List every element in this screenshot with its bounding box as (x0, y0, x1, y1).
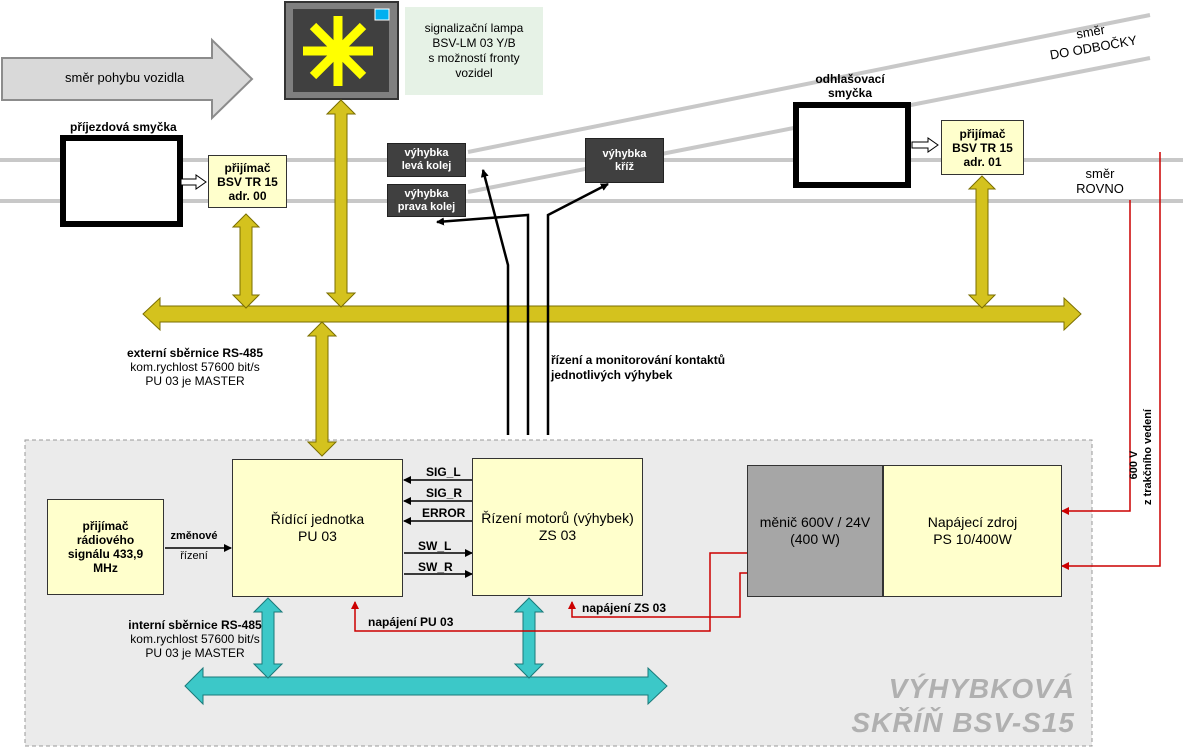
lamp-line4: vozidel (455, 66, 493, 80)
approach-loop-label: příjezdová smyčka (70, 120, 177, 134)
motor-control: Řízení motorů (výhybek) ZS 03 (472, 458, 643, 596)
power-lines (351, 152, 1161, 632)
change-control-line1: změnové (170, 530, 218, 542)
lamp-star-icon (303, 16, 373, 86)
external-bus (142, 99, 1082, 457)
internal-bus (184, 597, 668, 706)
loop-to-receiver-arrow-01 (911, 137, 939, 153)
radio-receiver-line3: signálu 433,9 (67, 547, 144, 561)
external-bus-line2: kom.rychlost 57600 bit/s (130, 360, 260, 374)
control-unit-line1: Řídící jednotka (270, 511, 365, 527)
direction-straight-label: směr ROVNO (1065, 166, 1135, 196)
change-control-label: změnové řízení (165, 530, 223, 563)
signal-sw-r: SW_R (418, 560, 453, 574)
cabinet-title-line1: VÝHYBKOVÁ (888, 673, 1075, 704)
external-bus-line1: externí sběrnice RS-485 (126, 346, 264, 360)
switch-left-line1: výhybka (404, 147, 449, 159)
radio-receiver-line4: MHz (93, 561, 118, 575)
control-unit-line2: PU 03 (298, 528, 337, 544)
switch-right-line2: prava kolej (397, 200, 456, 213)
switch-left-line2: levá kolej (401, 160, 452, 172)
control-unit: Řídící jednotka PU 03 (232, 459, 403, 597)
power-supply-line1: Napájecí zdroj (927, 514, 1018, 530)
converter-line2: (400 W) (790, 531, 840, 547)
motor-control-line1: Řízení motorů (výhybek) (481, 510, 634, 526)
power-zs-label: napájení ZS 03 (582, 601, 667, 615)
loop-to-receiver-arrow-00 (180, 174, 207, 190)
motor-control-line2: ZS 03 (538, 527, 577, 543)
power-supply: Napájecí zdroj PS 10/400W (883, 465, 1062, 597)
signal-error: ERROR (422, 506, 466, 520)
converter: měnič 600V / 24V (400 W) (747, 465, 883, 597)
vehicle-direction-arrow (1, 37, 254, 121)
external-bus-line3: PU 03 je MASTER (145, 374, 245, 388)
switch-right-line1: výhybka (404, 187, 449, 200)
radio-receiver-line1: přijímač (82, 519, 129, 533)
receiver-00-line1: přijímač (224, 160, 271, 175)
cabinet-title: VÝHYBKOVÁ SKŘÍŇ BSV-S15 (851, 672, 1075, 740)
switch-right: výhybka prava kolej (387, 184, 466, 217)
lamp-line3: s možností fronty (428, 51, 520, 65)
receiver-00-line3: adr. 00 (228, 188, 267, 203)
power-pu-label: napájení PU 03 (368, 615, 454, 629)
switch-left: výhybka levá kolej (387, 143, 466, 177)
converter-line1: měnič 600V / 24V (759, 514, 871, 530)
lamp-indicator (374, 8, 390, 21)
traction-line1: 600 V (1128, 450, 1140, 480)
change-control-line2: řízení (180, 550, 208, 562)
receiver-01-line2: BSV TR 15 (952, 140, 1013, 155)
lamp-description: signalizační lampa BSV-LM 03 Y/B s možno… (405, 7, 543, 95)
radio-receiver-line2: rádiového (76, 533, 135, 547)
receiver-01-line3: adr. 01 (963, 154, 1002, 169)
receiver-01-line1: přijímač (959, 126, 1006, 141)
lamp-line2: BSV-LM 03 Y/B (432, 36, 516, 50)
internal-bus-line3: PU 03 je MASTER (145, 646, 245, 660)
vehicle-direction-label: směr pohybu vozidla (65, 70, 185, 85)
track-branch-1 (467, 13, 1151, 154)
switch-cross: výhybka kříž (585, 138, 664, 183)
departure-loop (793, 102, 911, 188)
switch-cross-line1: výhybka (602, 147, 647, 160)
departure-loop-line2: smyčka (827, 86, 873, 100)
switch-cross-line2: kříž (615, 160, 634, 173)
signal-sig-l: SIG_L (426, 465, 461, 479)
receiver-00: přijímač BSV TR 15 adr. 00 (208, 155, 287, 208)
signal-sig-r: SIG_R (426, 486, 463, 500)
power-supply-line2: PS 10/400W (933, 531, 1012, 547)
departure-loop-label: odhlašovací smyčka (800, 72, 900, 100)
traction-line2: z trakčního vedení (1142, 409, 1154, 505)
cabinet-title-line2: SKŘÍŇ BSV-S15 (851, 707, 1075, 738)
lamp-line1: signalizační lampa (424, 21, 524, 35)
radio-receiver: přijímač rádiového signálu 433,9 MHz (47, 499, 164, 595)
direction-straight-line2: ROVNO (1076, 181, 1124, 196)
switch-control-line2: jednotlivých výhybek (551, 368, 673, 382)
direction-straight-line1: směr (1085, 166, 1115, 181)
switch-control-line1: řízení a monitorování kontaktů (551, 353, 726, 367)
internal-bus-line2: kom.rychlost 57600 bit/s (130, 632, 260, 646)
switch-control-arrows (436, 169, 609, 435)
approach-loop (60, 135, 183, 227)
receiver-00-line2: BSV TR 15 (217, 174, 278, 189)
signal-lines (165, 476, 473, 578)
receiver-01: přijímač BSV TR 15 adr. 01 (941, 120, 1024, 175)
traction-label: 600 V z trakčního vedení (1127, 409, 1155, 505)
external-bus-label: externí sběrnice RS-485 kom.rychlost 576… (105, 346, 285, 388)
departure-loop-line1: odhlašovací (815, 72, 885, 86)
internal-bus-label: interní sběrnice RS-485 kom.rychlost 576… (110, 618, 280, 660)
switch-control-label: řízení a monitorování kontaktů jednotliv… (551, 353, 725, 383)
internal-bus-line1: interní sběrnice RS-485 (128, 618, 262, 632)
signal-sw-l: SW_L (418, 539, 452, 553)
